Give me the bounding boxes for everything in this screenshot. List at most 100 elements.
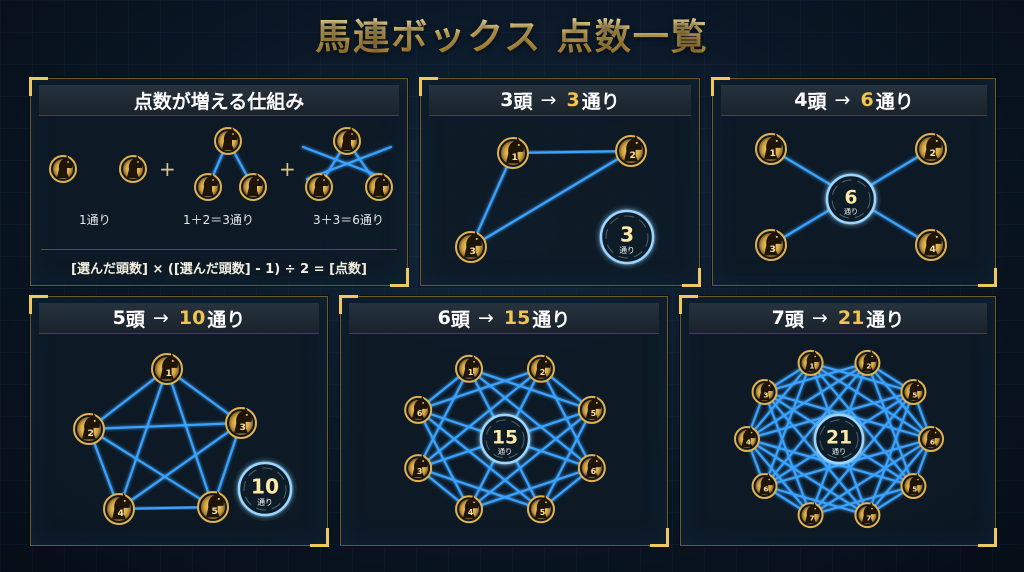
horse-token-icon (119, 155, 147, 183)
horse-token-icon: 5 (577, 395, 606, 424)
heads-number: 6 (437, 307, 451, 329)
arrow-icon: → (477, 307, 494, 329)
connection-line (301, 145, 389, 181)
connection-line (745, 361, 869, 441)
connection-line (763, 390, 869, 517)
example-label-2: 1＋2＝3通り (183, 213, 254, 227)
horse-number: 5 (912, 485, 917, 494)
connection-line (763, 484, 869, 517)
horse-token-icon: 2 (854, 349, 881, 376)
connection-line (417, 408, 471, 511)
horse-token-icon: 1 (151, 352, 183, 385)
badge-number: 15 (492, 427, 518, 448)
connection-line (511, 149, 633, 155)
horse-number: 3 (770, 244, 776, 255)
heads-number: 7 (771, 307, 785, 329)
plus-sign-1: + (159, 157, 176, 181)
horse-number: 7 (809, 514, 814, 523)
horse-token-icon: 3 (225, 406, 257, 439)
connection-line (866, 390, 915, 517)
horse-number: 4 (118, 508, 124, 519)
count-badge: 6通り (821, 169, 881, 229)
badge-unit: 通り (498, 447, 512, 456)
horse-token-icon: 6 (577, 454, 606, 483)
horse-token-icon: 5 (526, 495, 555, 524)
heads-unit: 頭 (513, 90, 533, 113)
connection-line (117, 367, 169, 511)
count-number: 15 (503, 307, 531, 329)
horse-number: 2 (930, 148, 936, 159)
arrow-icon: → (811, 307, 828, 329)
horse-number: 3 (240, 422, 246, 433)
horse-number: 3 (763, 391, 768, 400)
network-diagram: 1 2 3 4 6通り (755, 132, 947, 261)
horse-token-icon: 2 (915, 132, 947, 165)
horse-token-icon: 2 (526, 354, 555, 383)
horse-token-icon: 6 (404, 395, 433, 424)
horse-token-icon: 5 (197, 490, 229, 523)
count-unit: 通り (581, 90, 620, 113)
horse-token-icon: 2 (73, 412, 105, 445)
explanation-heading: 点数が増える仕組み (39, 85, 399, 116)
connection-line (763, 390, 812, 517)
badge-unit: 通り (257, 497, 273, 507)
connection-line (87, 421, 243, 431)
horse-token-icon (194, 173, 222, 201)
badge-unit: 通り (619, 245, 635, 255)
explanation-panel: 点数が増える仕組み 1通り 1＋2＝3通り 3＋3＝6通り + + [選んだ頭数… (29, 77, 409, 287)
count-number: 3 (566, 89, 580, 111)
horse-number: 5 (591, 409, 597, 418)
badge-unit: 通り (844, 207, 858, 216)
horse-token-icon: 5 (900, 473, 927, 500)
arrow-icon: → (152, 307, 169, 329)
horse-number: 6 (930, 438, 935, 447)
formula: [選んだ頭数] × ([選んだ頭数] - 1) ÷ 2 = [点数] (41, 249, 397, 284)
badge-number: 10 (251, 475, 279, 499)
example-label-3: 3＋3＝6通り (313, 213, 384, 227)
horse-number: 4 (930, 244, 936, 255)
heads-unit: 頭 (784, 308, 804, 331)
horse-number: 6 (591, 467, 597, 476)
horse-token-icon (333, 127, 361, 155)
horse-number: 2 (540, 368, 546, 377)
connection-line (763, 361, 869, 394)
connection-line (763, 361, 812, 488)
horse-token-icon (365, 173, 393, 201)
heads-number: 5 (112, 307, 126, 329)
connection-line (469, 149, 633, 249)
horse-number: 1 (809, 361, 814, 370)
connection-line (745, 437, 812, 517)
badge-number: 6 (844, 187, 857, 208)
horse-token-icon: 7 (797, 502, 824, 529)
connection-line (467, 466, 593, 511)
connection-line (809, 484, 915, 517)
example-label-1: 1通り (79, 213, 111, 227)
horse-number: 5 (540, 508, 546, 517)
horse-token-icon: 4 (455, 495, 484, 524)
connection-line (417, 466, 543, 511)
horse-token-icon: 6 (918, 426, 944, 452)
horse-token-icon: 1 (755, 132, 787, 165)
horse-number: 6 (417, 409, 423, 418)
badge-number: 3 (620, 223, 634, 247)
horse-number: 1 (468, 368, 474, 377)
connection-line (417, 367, 543, 412)
horse-number: 4 (468, 508, 474, 517)
connection-line (809, 437, 933, 517)
horse-token-icon (214, 127, 242, 155)
horse-token-icon: 3 (455, 230, 487, 263)
horse-token-icon (49, 155, 77, 183)
explanation-diagrams (49, 127, 393, 201)
count-unit: 通り (532, 308, 571, 331)
horse-token-icon: 3 (751, 378, 778, 405)
